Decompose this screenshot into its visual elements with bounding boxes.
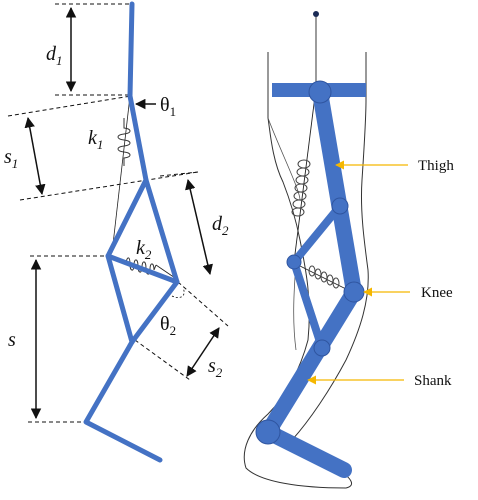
label-s: s xyxy=(8,329,16,351)
s1-arrow xyxy=(24,116,46,196)
knee-joint xyxy=(343,281,365,303)
side-pivot xyxy=(286,254,302,270)
hip-joint xyxy=(308,80,332,104)
theta2-arc xyxy=(171,287,185,298)
joints xyxy=(255,80,365,445)
label-d1: d1 xyxy=(46,43,63,68)
leg-outline xyxy=(243,52,369,489)
s2-arrow xyxy=(186,327,220,377)
callout-knee: Knee xyxy=(421,285,453,301)
cable-anchor xyxy=(313,11,319,17)
upper-pivot xyxy=(331,197,349,215)
label-theta2: θ2 xyxy=(160,313,176,338)
label-d2: d2 xyxy=(212,213,229,238)
callout-shank: Shank xyxy=(414,373,452,389)
blue-links xyxy=(83,1,180,463)
label-s1: s1 xyxy=(4,146,18,171)
d2-arrow xyxy=(185,178,213,276)
spring-right-knee xyxy=(308,265,340,289)
thigh-link xyxy=(312,84,362,300)
dimension-arrows xyxy=(24,6,220,420)
spring-k1 xyxy=(117,118,131,166)
leg-outline-inner xyxy=(267,117,301,351)
right-blue-links xyxy=(260,83,366,478)
callout-thigh: Thigh xyxy=(418,158,454,174)
right-leg-model: Thigh Knee Shank xyxy=(243,11,454,489)
spring-right-thigh xyxy=(291,159,311,217)
dashed-reference-lines xyxy=(7,3,229,423)
lower-pivot xyxy=(313,339,331,357)
shank-link xyxy=(260,284,362,440)
label-k2: k2 xyxy=(136,237,152,262)
left-schematic: d1 θ1 k1 s1 d2 k2 s θ2 s2 xyxy=(4,1,229,463)
callout-arrows xyxy=(307,160,410,385)
label-theta1: θ1 xyxy=(160,94,176,119)
label-k1: k1 xyxy=(88,127,103,152)
label-s2: s2 xyxy=(208,355,223,380)
foot-link xyxy=(260,424,352,478)
ankle-joint xyxy=(255,419,281,445)
right-cables xyxy=(293,14,353,293)
